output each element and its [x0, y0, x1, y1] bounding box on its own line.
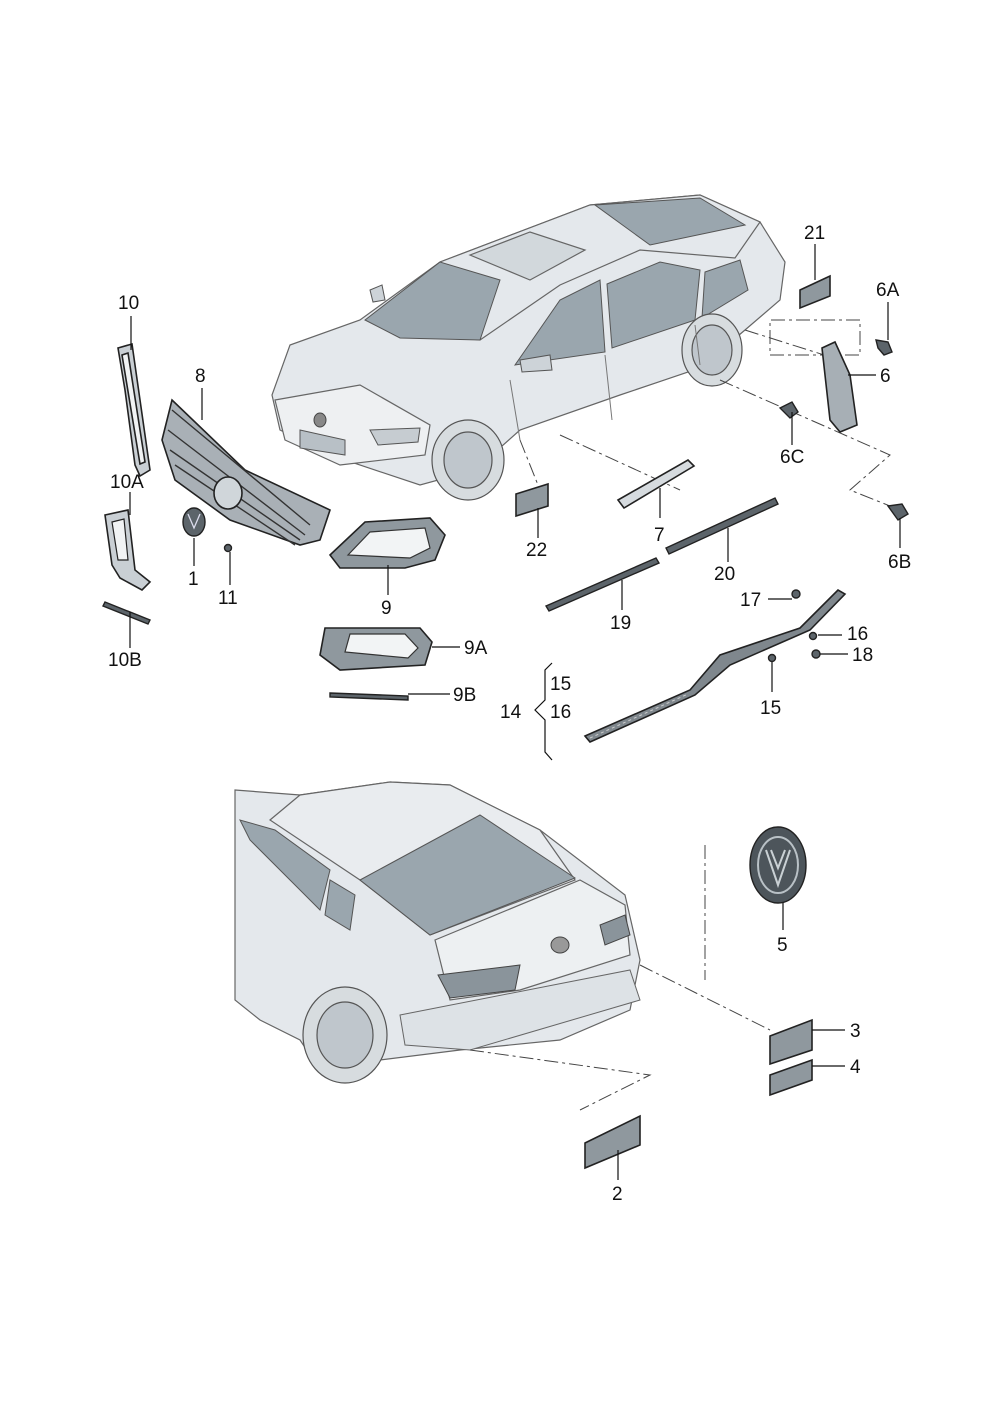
part-6A-clip[interactable]	[875, 339, 893, 356]
callout-labels: 10 8 10A 1 11 10B 9 9A 9B 22 7 20 19 21 …	[108, 223, 911, 1205]
label-17: 17	[740, 590, 761, 611]
part-9-fog-grille[interactable]	[328, 517, 446, 569]
part-6C-clip[interactable]	[778, 401, 799, 419]
label-20: 20	[714, 564, 735, 585]
label-9: 9	[381, 598, 392, 619]
part-4-sticker[interactable]	[769, 1058, 813, 1097]
part-6B-clip[interactable]	[886, 503, 909, 521]
label-15a: 15	[550, 674, 571, 695]
label-6C: 6C	[780, 447, 804, 468]
front-car-illustration	[271, 194, 786, 501]
part-18-clip[interactable]	[811, 649, 821, 659]
label-7: 7	[654, 525, 665, 546]
part-20-strip[interactable]	[665, 497, 779, 555]
rear-car-illustration	[234, 781, 641, 1084]
label-10: 10	[118, 293, 139, 314]
label-2: 2	[612, 1184, 623, 1205]
label-16b: 16	[847, 624, 868, 645]
part-3-sticker[interactable]	[769, 1018, 813, 1066]
part-14-sill-trim[interactable]	[583, 589, 847, 743]
label-6A: 6A	[876, 280, 900, 301]
label-10B: 10B	[108, 650, 142, 671]
part-21-sticker[interactable]	[799, 274, 831, 310]
part-2-sticker[interactable]	[584, 1114, 641, 1170]
label-10A: 10A	[110, 472, 144, 493]
label-6: 6	[880, 366, 891, 387]
label-19: 19	[610, 613, 631, 634]
part-11-screw[interactable]	[223, 543, 233, 553]
label-22: 22	[526, 540, 547, 561]
label-14: 14	[500, 702, 522, 723]
label-4: 4	[850, 1057, 861, 1078]
part-5-emblem[interactable]	[749, 826, 807, 904]
part-1-emblem[interactable]	[182, 507, 206, 537]
part-22-sticker[interactable]	[515, 482, 549, 518]
part-19-strip[interactable]	[544, 557, 661, 612]
label-9A: 9A	[464, 638, 488, 659]
label-11: 11	[218, 588, 238, 609]
part-15-clip[interactable]	[767, 653, 777, 663]
part-8-radiator-grille[interactable]	[161, 398, 331, 546]
label-5: 5	[777, 935, 788, 956]
part-16-clip[interactable]	[808, 631, 818, 641]
label-21: 21	[804, 223, 825, 244]
label-8: 8	[195, 366, 206, 387]
label-16a: 16	[550, 702, 571, 723]
label-1: 1	[188, 569, 199, 590]
leader-lines	[129, 244, 901, 1180]
part-9A-fog-trim[interactable]	[319, 627, 433, 671]
label-9B: 9B	[453, 685, 476, 706]
part-10B-strip[interactable]	[102, 601, 151, 625]
part-6-trim[interactable]	[821, 340, 858, 433]
label-3: 3	[850, 1021, 861, 1042]
part-17-clip[interactable]	[791, 589, 801, 599]
part-9B-strip[interactable]	[329, 692, 409, 701]
label-6B: 6B	[888, 552, 911, 573]
label-18: 18	[852, 645, 873, 666]
part-7-film[interactable]	[616, 459, 696, 510]
label-15b: 15	[760, 698, 781, 719]
